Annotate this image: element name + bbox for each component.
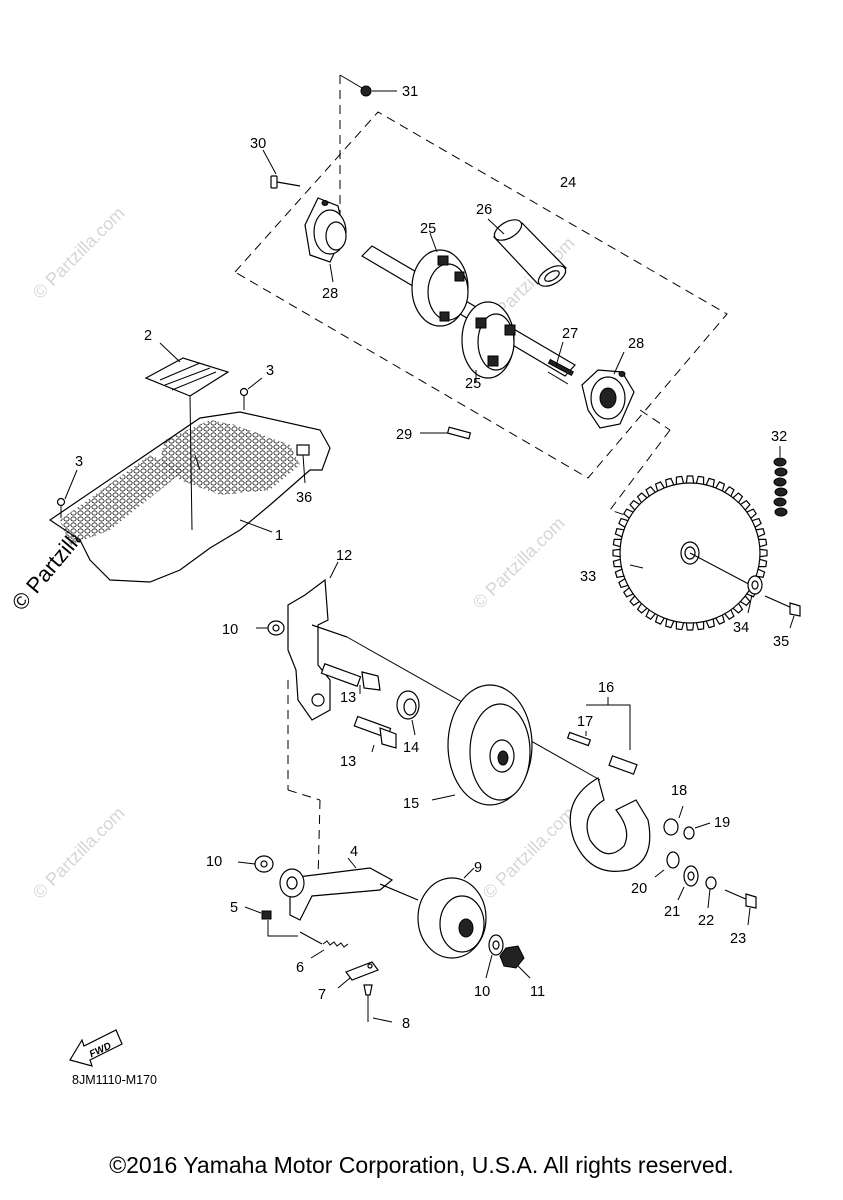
group-outline-24 [234,111,728,479]
leader-dashed-sprocket [639,409,671,431]
callout-7: 7 [318,987,326,1003]
cap-31 [360,85,372,97]
fwd-arrow: FWD [69,1029,123,1067]
watermark: © Partzilla.com [29,803,129,903]
screw-5 [261,910,272,920]
callout-2: 2 [144,328,152,344]
callout-24: 24 [560,175,576,191]
floor-panel-assembly [48,342,331,583]
washer-20 [666,851,680,869]
shaft-assembly [234,74,728,521]
callout-22: 22 [698,913,714,929]
callout-26: 26 [476,202,492,218]
callout-15: 15 [403,796,419,812]
callout-3: 3 [75,454,83,470]
bolt-23 [745,893,757,909]
bolt-35 [789,602,801,617]
reference-code: 8JM1110-M170 [72,1073,157,1087]
washer-18 [663,818,679,836]
callout-9: 9 [474,860,482,876]
callout-28: 28 [322,286,338,302]
callout-34: 34 [733,620,749,636]
callout-27: 27 [562,326,578,342]
callout-8: 8 [402,1016,410,1032]
callout-5: 5 [230,900,238,916]
clip-19 [683,826,695,840]
callout-31: 31 [402,84,418,100]
bolt-13-upper [320,663,362,687]
callout-23: 23 [730,931,746,947]
band-16 [569,777,651,872]
callout-30: 30 [250,136,266,152]
callout-19: 19 [714,815,730,831]
arm-4 [289,867,394,921]
callout-35: 35 [773,634,789,650]
callout-4: 4 [350,844,358,860]
spring-6 [322,940,349,948]
callout-10: 10 [206,854,222,870]
callout-1: 1 [275,528,283,544]
callout-3: 3 [266,363,274,379]
nut-22 [705,876,717,890]
copyright-footer: ©2016 Yamaha Motor Corporation, U.S.A. A… [109,1152,734,1178]
callout-labels: 1 2 3 3 4 5 6 7 8 9 10 10 10 11 12 13 13… [75,84,789,1032]
clutch-assembly [237,561,757,1023]
callout-20: 20 [631,881,647,897]
callout-11: 11 [530,984,545,1000]
pin-29 [446,426,472,440]
callout-36: 36 [296,490,312,506]
callout-33: 33 [580,569,596,585]
clip-36 [296,444,310,456]
callout-13: 13 [340,754,356,770]
callout-28: 28 [628,336,644,352]
nut-11 [499,945,525,969]
callout-17: 17 [577,714,593,730]
screw-3-right [239,387,249,397]
callout-10: 10 [222,622,238,638]
screw-3-left [56,497,66,507]
callout-13: 13 [340,690,356,706]
watermark: © Partzilla.com [29,203,129,303]
callout-32: 32 [771,429,787,445]
callout-25: 25 [465,376,481,392]
callout-6: 6 [296,960,304,976]
callout-29: 29 [396,427,412,443]
callout-10: 10 [474,984,490,1000]
callout-12: 12 [336,548,352,564]
callout-25: 25 [420,221,436,237]
watermark: © Partzilla.com [479,803,579,903]
callout-18: 18 [671,783,687,799]
sprocket-assembly [612,446,801,631]
callout-16: 16 [598,680,614,696]
bolt-30 [270,175,278,189]
watermark: © Partzilla.com [469,513,569,613]
pin-17 [566,731,592,747]
callout-14: 14 [403,740,419,756]
chain-32 [773,457,788,517]
callout-21: 21 [664,904,680,920]
fwd-arrow-icon [69,1029,123,1067]
link-7 [345,961,379,981]
bracket-12 [287,578,331,721]
